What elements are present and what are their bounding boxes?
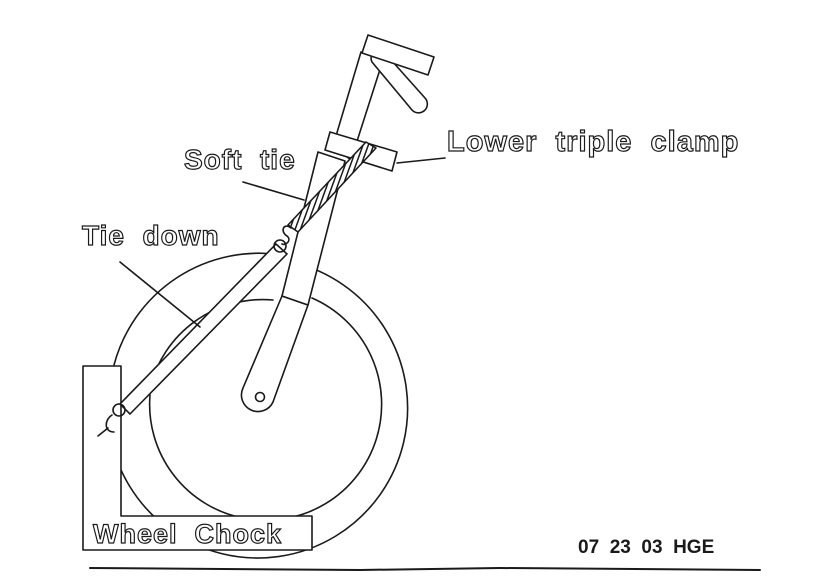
axle-icon <box>254 391 266 403</box>
tie-down-leader <box>119 261 201 328</box>
soft-tie-leader <box>242 181 305 201</box>
soft-tie-label: Soft tie <box>183 144 296 175</box>
fork-lower-leg <box>240 295 309 413</box>
tie-down-label: Tie down <box>81 220 220 251</box>
lower-triple-clamp-label: Lower triple clamp <box>446 126 740 158</box>
date-stamp: 07 23 03 HGE <box>578 537 715 558</box>
tie-down-strap <box>119 243 288 415</box>
soft-tie-strap <box>287 141 377 233</box>
ground-line <box>89 567 761 571</box>
tie-down-bottom-ring <box>112 403 126 417</box>
tire-outline <box>106 261 409 559</box>
lower-triple-clamp-leader <box>396 157 446 164</box>
tie-down-top-ring <box>273 239 287 253</box>
top-triple-clamp <box>361 34 435 76</box>
wheel-chock <box>82 365 313 551</box>
rim-outline <box>148 297 383 522</box>
tie-down-bottom-hook <box>97 414 115 437</box>
wheel-chock-label: Wheel Chock <box>92 519 283 549</box>
tire-outline-left <box>113 252 283 366</box>
